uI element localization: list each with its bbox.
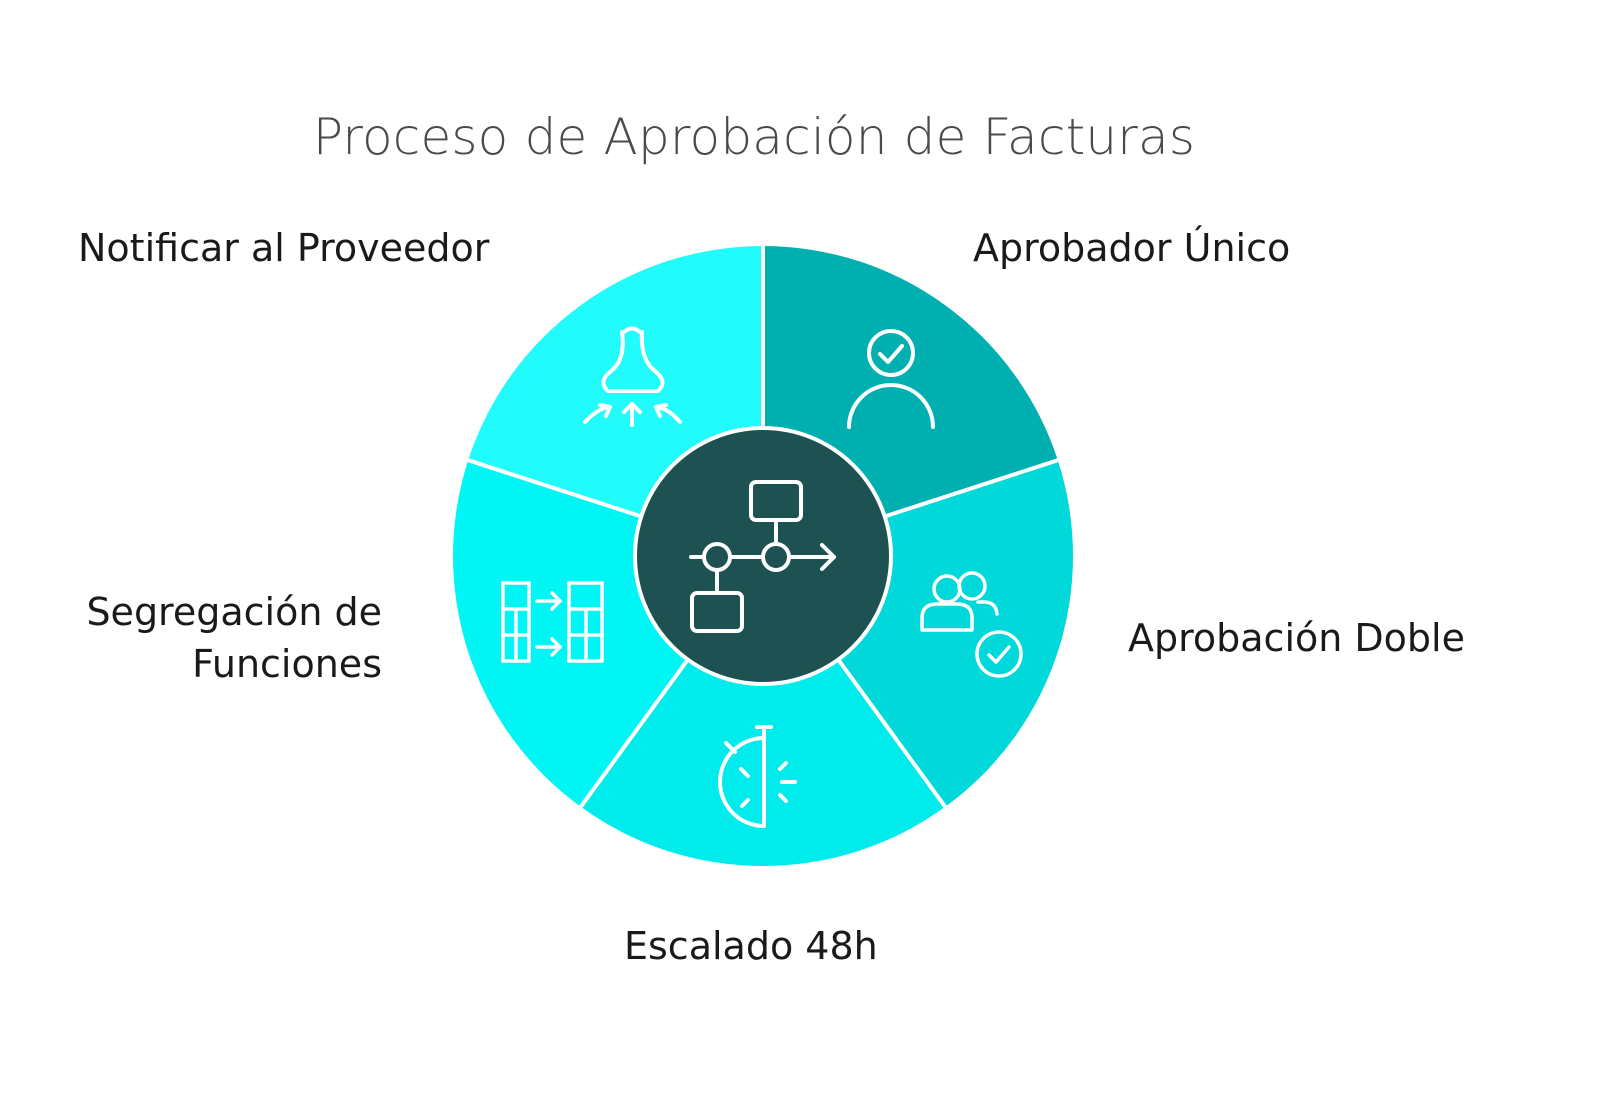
bell-alert-icon	[583, 326, 682, 427]
label-escalado-48h: Escalado 48h	[624, 924, 878, 968]
page-title: Proceso de Aprobación de Facturas	[312, 108, 1196, 166]
label-aprobacion-doble: Aprobación Doble	[1128, 616, 1465, 660]
label-segregacion-line2: Funciones	[192, 642, 382, 686]
user-check-icon	[847, 329, 935, 429]
label-aprobador-unico: Aprobador Único	[973, 226, 1291, 270]
workflow-icon	[689, 480, 836, 633]
split-table-icon	[501, 581, 604, 663]
label-segregacion-line1: Segregación de	[86, 590, 382, 634]
stopwatch-icon	[718, 725, 797, 828]
label-notificar-proveedor: Notificar al Proveedor	[78, 226, 490, 270]
wedge-escalate	[580, 556, 946, 866]
label-segregacion-funciones: Segregación de Funciones	[86, 586, 382, 690]
users-check-icon	[920, 571, 1023, 678]
